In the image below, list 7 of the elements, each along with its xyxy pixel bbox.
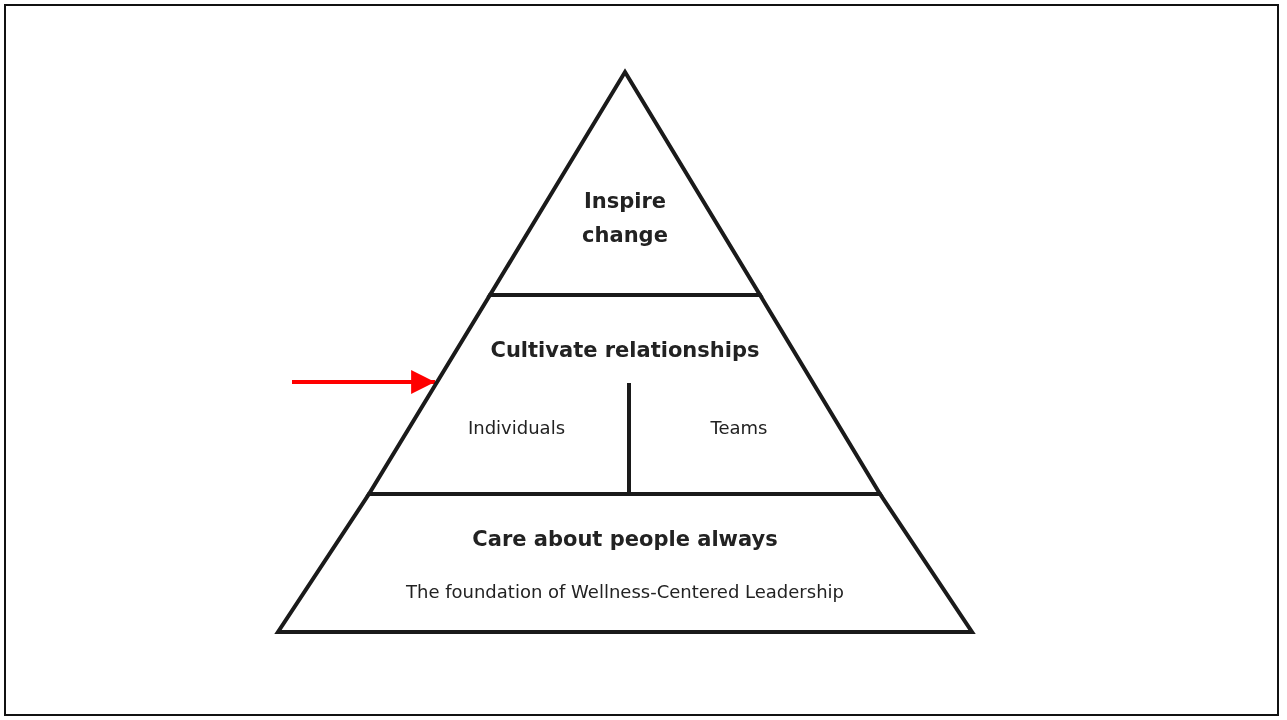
tier-heading: Care about people always	[471, 526, 779, 553]
tier-heading: Cultivate relationships	[489, 337, 761, 364]
tier-heading: Inspire change	[581, 188, 669, 249]
tier-description: The foundation of Wellness-Centered Leadership	[405, 580, 845, 604]
arrow	[292, 370, 436, 394]
section-label: Teams	[659, 413, 819, 443]
section-label: Individuals	[439, 413, 594, 443]
